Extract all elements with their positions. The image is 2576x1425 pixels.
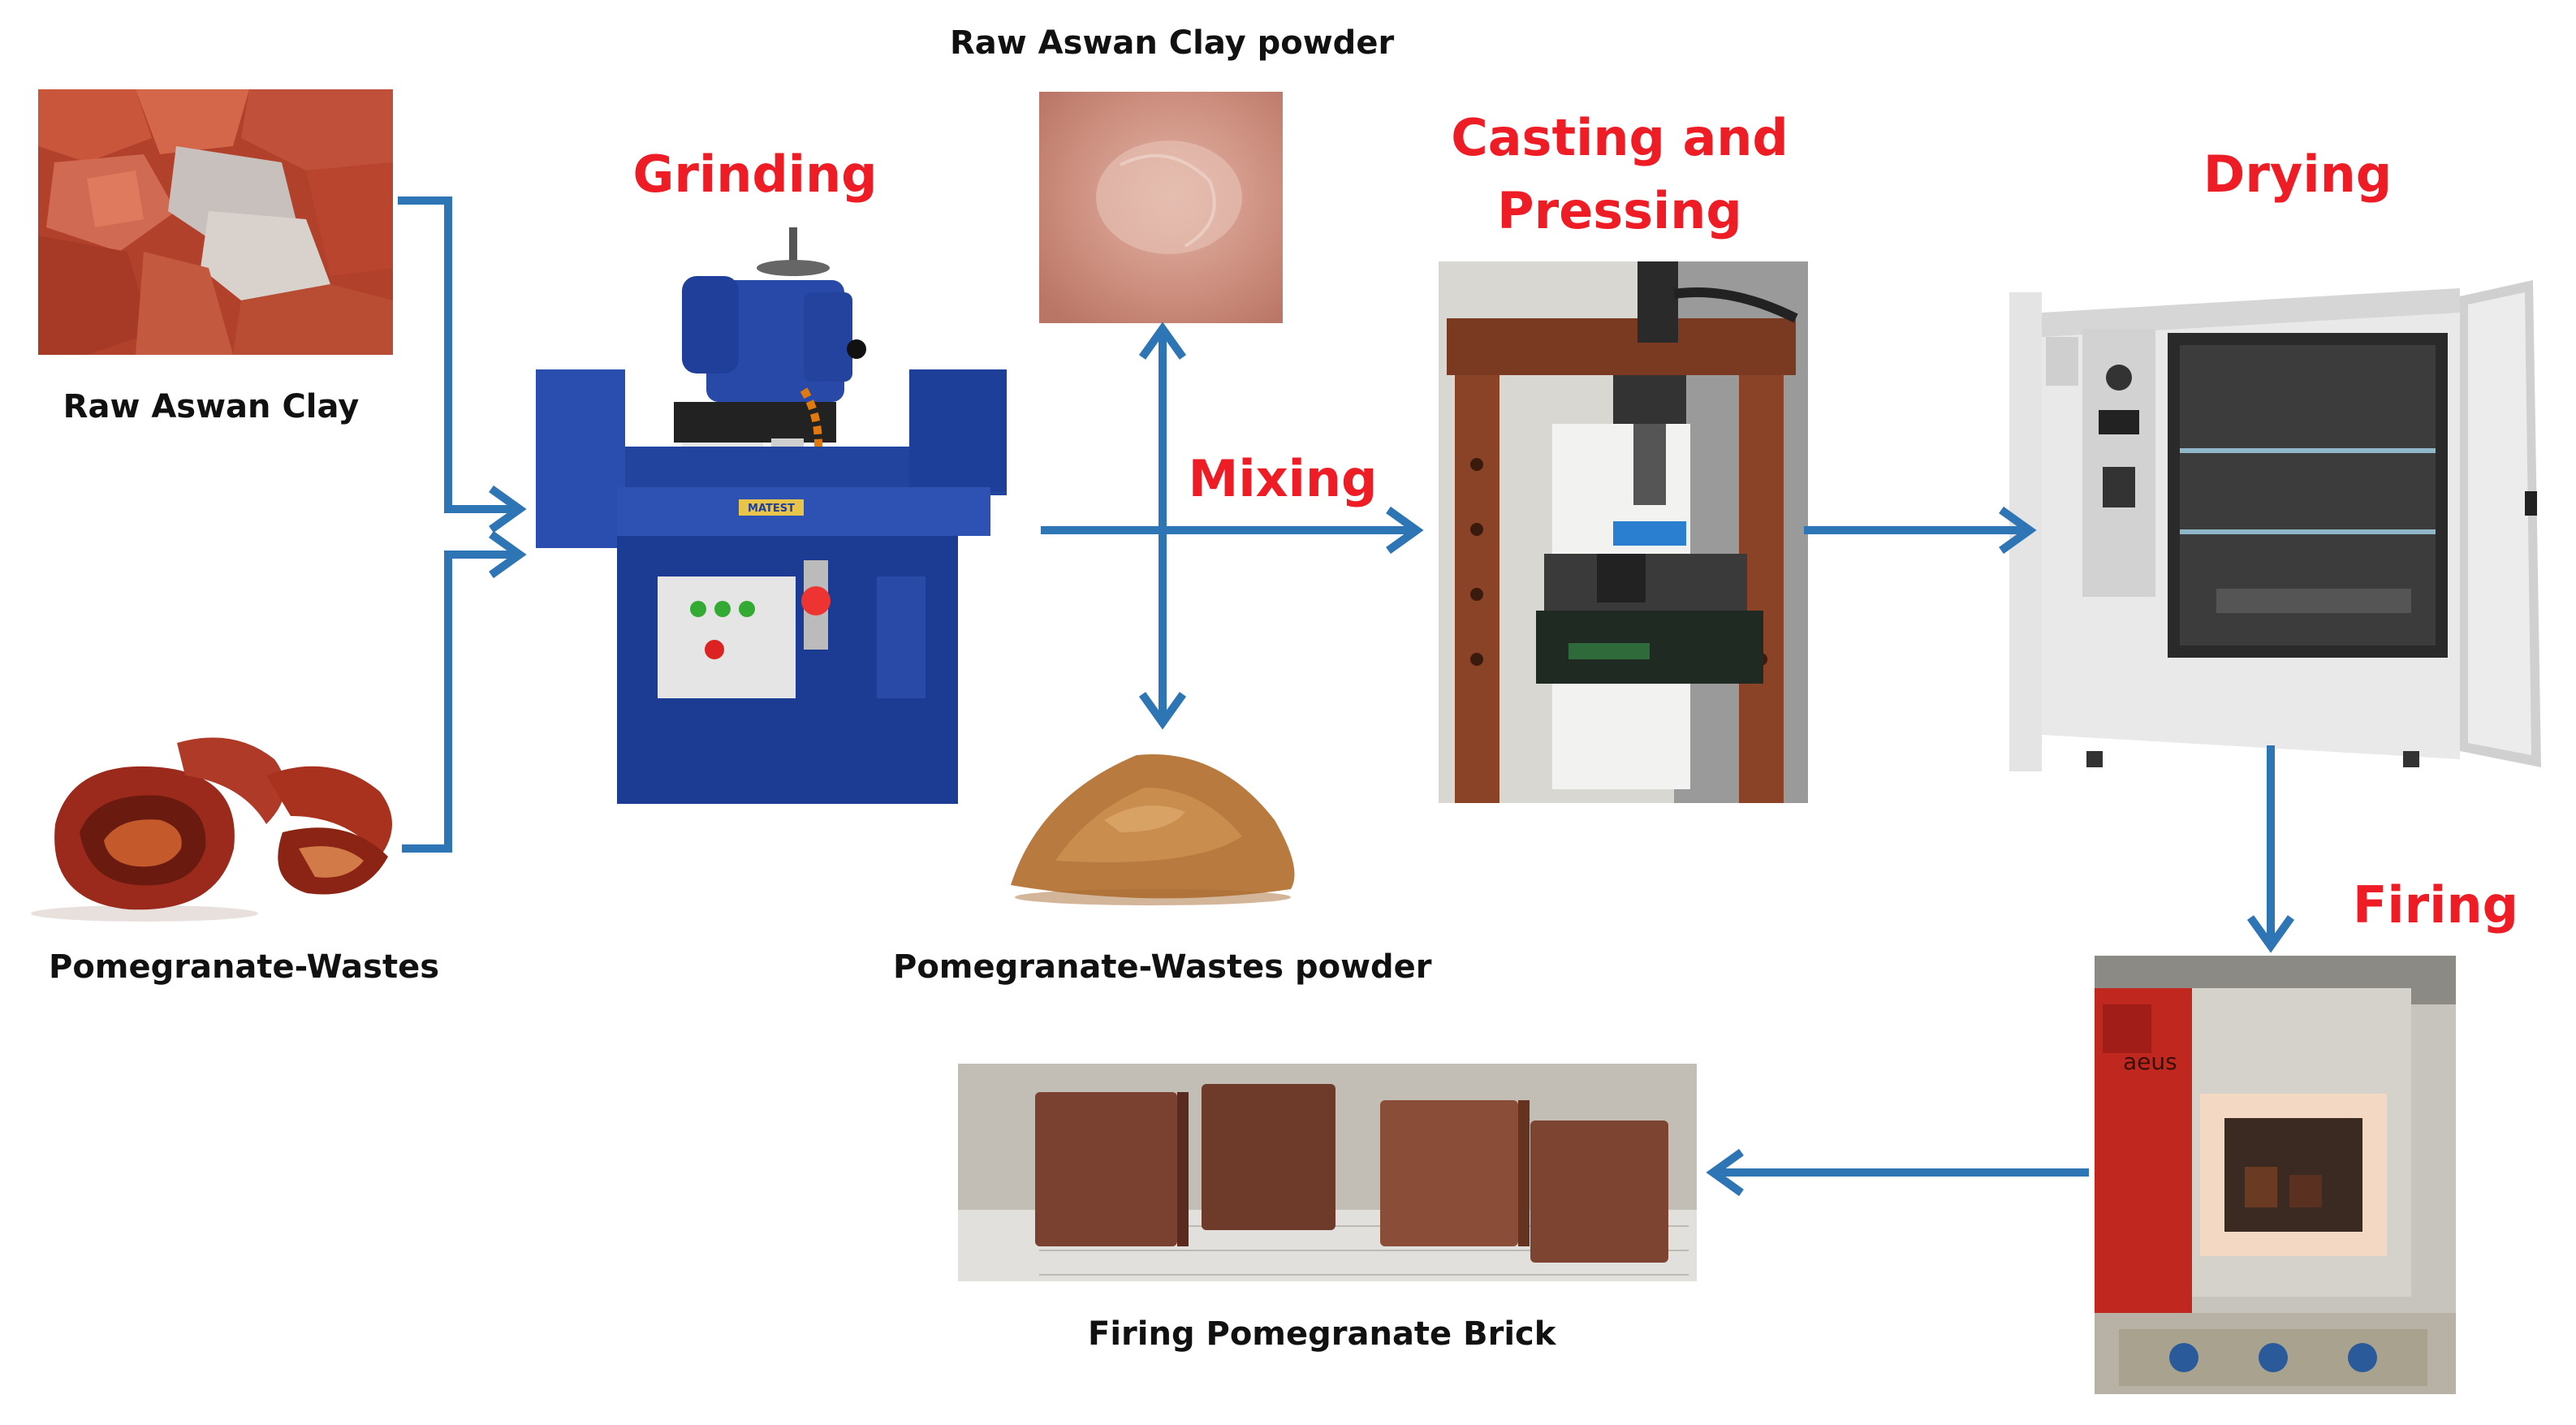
step-mixing: Mixing [1188, 449, 1378, 508]
furnace-brand: aeus [2123, 1048, 2177, 1075]
firing-furnace-photo: aeus [2095, 956, 2456, 1394]
pomegranate-wastes-label: Pomegranate-Wastes [49, 948, 440, 986]
machine-brand: MATEST [748, 503, 795, 515]
arrow-clay-to-grinding [398, 196, 520, 513]
brick-group [1035, 1084, 1668, 1263]
fired-bricks-photo [958, 1064, 1697, 1281]
pomegranate-powder-photo [1007, 723, 1303, 913]
step-casting-line2: Pressing [1497, 181, 1742, 240]
pomegranate-wastes-photo [23, 727, 408, 922]
grinding-machine-photo: MATEST [536, 219, 1007, 812]
casting-press-photo [1439, 261, 1808, 803]
drying-oven-photo [2005, 280, 2549, 784]
step-firing: Firing [2353, 875, 2518, 935]
raw-clay-photo [38, 89, 393, 355]
clay-powder-photo [1039, 92, 1283, 323]
step-grinding: Grinding [632, 145, 878, 204]
step-casting-line1: Casting and [1451, 108, 1789, 167]
clay-powder-label: Raw Aswan Clay powder [950, 24, 1395, 62]
arrow-pomegranate-to-grinding [402, 551, 520, 853]
brick-label: Firing Pomegranate Brick [1088, 1315, 1556, 1353]
pomegranate-powder-label: Pomegranate-Wastes powder [893, 948, 1432, 986]
raw-clay-label: Raw Aswan Clay [63, 388, 360, 425]
step-drying: Drying [2203, 145, 2393, 204]
